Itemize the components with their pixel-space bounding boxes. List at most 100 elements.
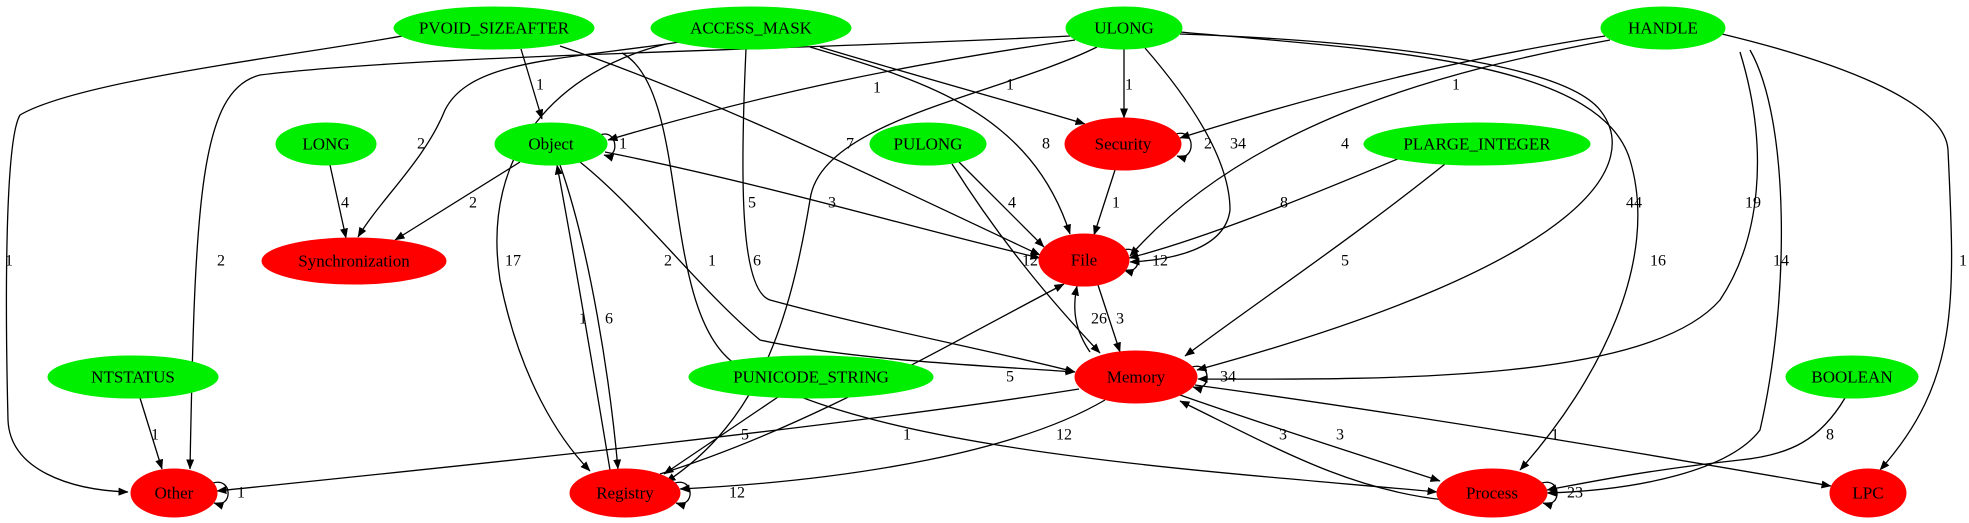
- edge-weight-label: 7: [846, 136, 854, 153]
- edge-line: [1179, 33, 1613, 372]
- edge-weight-label: 17: [505, 253, 521, 270]
- edge-security-to-file: 1: [1093, 169, 1120, 236]
- edge-long-to-synchronization: 4: [329, 164, 349, 239]
- node-long[interactable]: LONG: [275, 122, 377, 166]
- node-pulong[interactable]: PULONG: [869, 122, 987, 166]
- node-shape: [47, 355, 219, 399]
- edge-weight-label: 1: [536, 77, 544, 94]
- edge-pvoid-sizeafter-to-file: 7: [559, 45, 1041, 256]
- edge-weight-label: 12: [1022, 253, 1038, 270]
- edge-object-to-registry: 6: [559, 164, 622, 470]
- edge-weight-label: 1: [1112, 195, 1120, 212]
- edge-weight-label: 3: [1279, 427, 1287, 444]
- edge-line: [1122, 248, 1139, 277]
- edge-line: [604, 151, 1041, 260]
- edge-weight-label: 2: [1204, 136, 1212, 153]
- node-access-mask[interactable]: ACCESS_MASK: [650, 6, 852, 50]
- edge-handle-to-memory: 19: [1197, 51, 1761, 384]
- node-boolean[interactable]: BOOLEAN: [1785, 355, 1919, 399]
- node-object[interactable]: Object: [494, 122, 608, 166]
- edge-access-mask-to-registry: 17: [496, 43, 667, 472]
- edge-line: [599, 133, 616, 162]
- node-lpc[interactable]: LPC: [1829, 468, 1907, 518]
- edge-weight-label: 3: [828, 195, 836, 212]
- edge-line: [216, 388, 1080, 495]
- edge-boolean-to-process: 8: [1546, 397, 1846, 493]
- edge-weight-label: 5: [1006, 369, 1014, 386]
- node-process[interactable]: Process: [1436, 468, 1548, 518]
- edge-weight-label: 1: [1125, 77, 1133, 94]
- edge-security-to-security: 2: [1175, 132, 1212, 163]
- edge-plarge-integer-to-file: 8: [1128, 157, 1401, 260]
- edge-line: [186, 35, 1071, 470]
- edge-weight-label: 2: [469, 195, 477, 212]
- node-pvoid-sizeafter[interactable]: PVOID_SIZEAFTER: [393, 6, 595, 50]
- node-punicode-string[interactable]: PUNICODE_STRING: [688, 355, 934, 399]
- edge-access-mask-to-file: 8: [809, 46, 1071, 235]
- edge-file-to-file: 12: [1122, 248, 1168, 277]
- edge-memory-to-process: 3: [1179, 394, 1441, 482]
- edge-weight-label: 5: [1341, 253, 1349, 270]
- node-file[interactable]: File: [1038, 233, 1130, 287]
- edge-weight-label: 12: [1152, 253, 1168, 270]
- node-other[interactable]: Other: [130, 468, 218, 518]
- node-shape: [688, 355, 934, 399]
- edge-registry-to-registry: 12: [674, 481, 745, 510]
- edge-weight-label: 23: [1567, 485, 1583, 502]
- edge-line: [607, 39, 1076, 142]
- node-label: Security: [1095, 135, 1152, 154]
- edge-line: [1129, 47, 1231, 266]
- edge-line: [1179, 394, 1441, 482]
- edge-line: [1197, 51, 1759, 384]
- node-label: ACCESS_MASK: [690, 19, 813, 38]
- edge-weight-label: 12: [1056, 427, 1072, 444]
- edge-line: [1184, 163, 1446, 357]
- edge-weight-label: 44: [1626, 195, 1642, 212]
- edge-weight-label: 1: [5, 253, 13, 270]
- edge-weight-label: 6: [753, 253, 761, 270]
- edge-process-to-memory: 3: [1179, 400, 1446, 501]
- edge-weight-label: 1: [1551, 427, 1559, 444]
- node-shape: [275, 122, 377, 166]
- edge-weight-label: 26: [1091, 311, 1107, 328]
- edge-weight-label: 8: [1042, 136, 1050, 153]
- edge-pvoid-sizeafter-to-object: 1: [520, 48, 544, 120]
- edge-weight-label: 1: [237, 485, 245, 502]
- node-security[interactable]: Security: [1064, 117, 1182, 171]
- edge-line: [559, 164, 622, 470]
- node-label: Other: [155, 484, 194, 503]
- edge-weight-label: 14: [1773, 253, 1789, 270]
- edge-weight-label: 12: [729, 485, 745, 502]
- node-plarge-integer[interactable]: PLARGE_INTEGER: [1363, 122, 1591, 166]
- edge-line: [1546, 49, 1783, 497]
- edge-line: [819, 46, 1086, 125]
- edge-weight-label: 1: [619, 136, 627, 153]
- edge-pulong-to-memory: 12: [951, 163, 1101, 354]
- edge-line: [520, 48, 544, 120]
- edge-object-to-synchronization: 2: [394, 161, 521, 241]
- node-memory[interactable]: Memory: [1074, 350, 1198, 404]
- edge-line: [1093, 169, 1116, 236]
- edge-weight-label: 16: [1650, 253, 1666, 270]
- node-synchronization[interactable]: Synchronization: [261, 237, 447, 285]
- edge-ulong-to-process: 16: [1179, 31, 1666, 471]
- edge-weight-label: 1: [1959, 253, 1967, 270]
- edge-ulong-to-object: 1: [607, 39, 1076, 142]
- edge-handle-to-lpc: 1: [1721, 33, 1967, 471]
- edge-weight-label: 19: [1745, 195, 1761, 212]
- node-ulong[interactable]: ULONG: [1065, 6, 1183, 50]
- node-handle[interactable]: HANDLE: [1600, 6, 1726, 50]
- node-label: PLARGE_INTEGER: [1403, 135, 1551, 154]
- node-ntstatus[interactable]: NTSTATUS: [47, 355, 219, 399]
- node-shape: [1829, 468, 1907, 518]
- edge-line: [1128, 157, 1401, 260]
- edge-weight-label: 2: [217, 253, 225, 270]
- edge-weight-label: 1: [873, 80, 881, 97]
- edge-object-to-object: 1: [599, 133, 627, 162]
- nodes-layer: PVOID_SIZEAFTER ACCESS_MASK ULONG HANDLE LON…: [47, 6, 1919, 518]
- node-registry[interactable]: Registry: [569, 468, 681, 518]
- edge-plarge-integer-to-memory: 5: [1184, 163, 1446, 357]
- edge-punicode-string-to-registry: 5: [663, 396, 779, 475]
- node-shape: [569, 468, 681, 518]
- edge-memory-to-lpc: 1: [1194, 384, 1832, 489]
